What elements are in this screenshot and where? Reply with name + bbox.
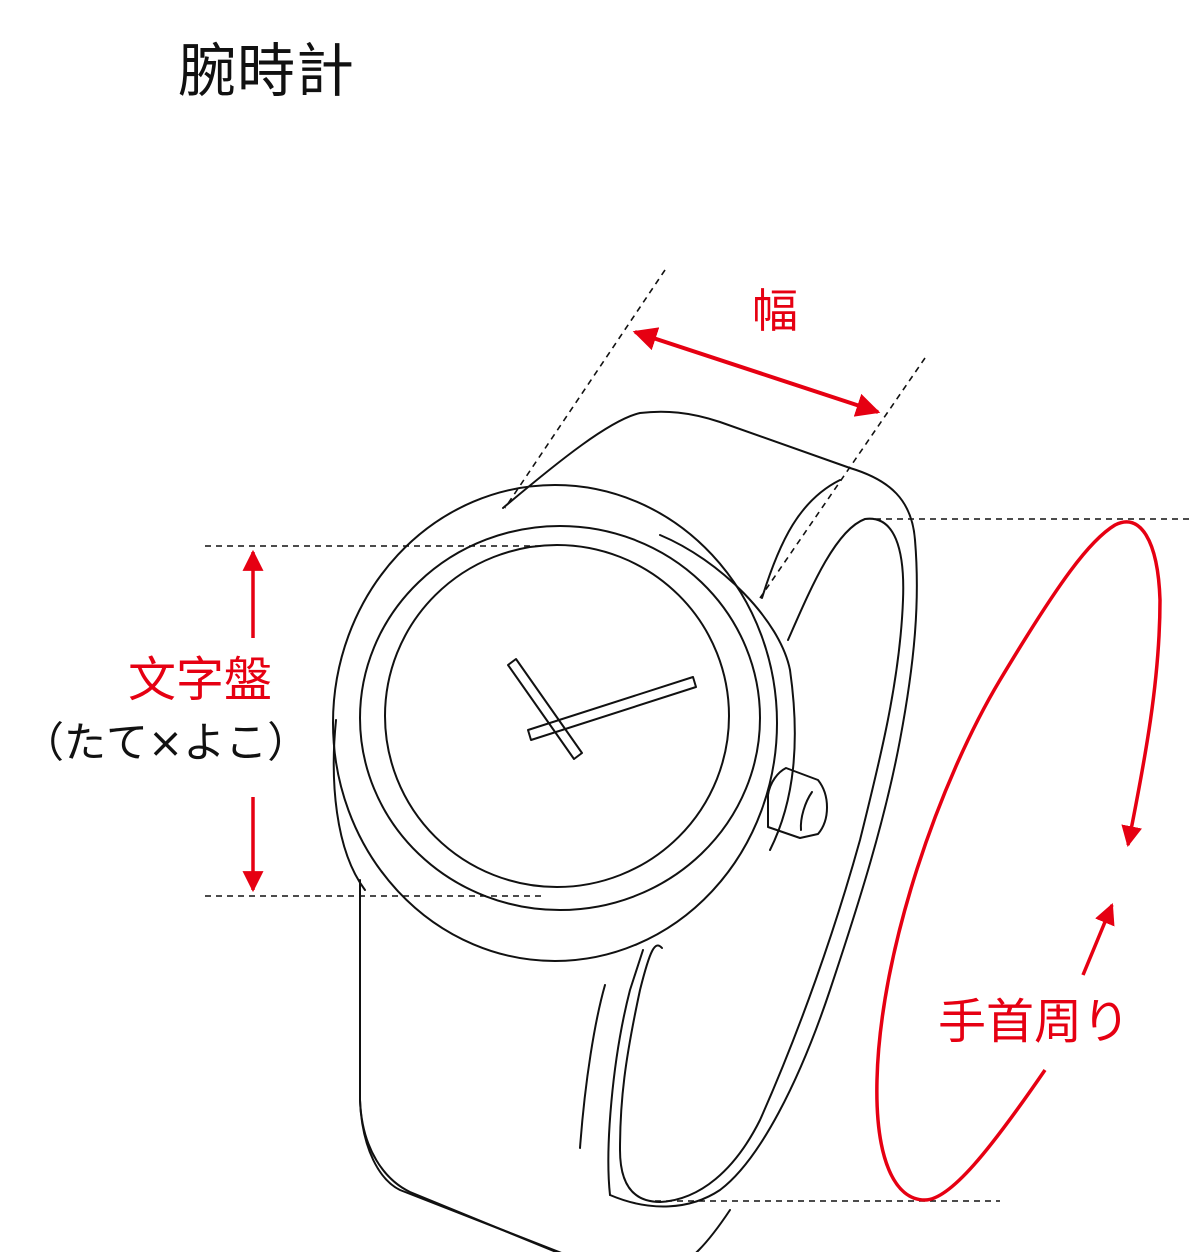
- watch-crown: [767, 767, 828, 839]
- watch-dial: [384, 544, 730, 888]
- width-arrow: [632, 327, 881, 417]
- watch-illustration: [332, 410, 918, 1252]
- minute-hand: [527, 676, 697, 741]
- guide-lines: [205, 269, 1192, 1202]
- measurement-indicators: [242, 327, 1162, 1202]
- bottom-strap: [359, 879, 562, 1252]
- wrist-arrow-up: [1081, 903, 1115, 976]
- page-title: 腕時計: [178, 37, 356, 105]
- watch-case-outer: [332, 484, 778, 962]
- watch-bezel: [359, 525, 761, 911]
- top-strap: [502, 410, 918, 1208]
- hour-hand: [507, 658, 583, 760]
- dial-sublabel: （たて×よこ）: [22, 718, 310, 767]
- wrist-loop-arrow: [875, 520, 1162, 1202]
- dial-label: 文字盤: [128, 652, 273, 708]
- width-label: 幅: [752, 284, 798, 338]
- wrist-label: 手首周り: [938, 994, 1131, 1050]
